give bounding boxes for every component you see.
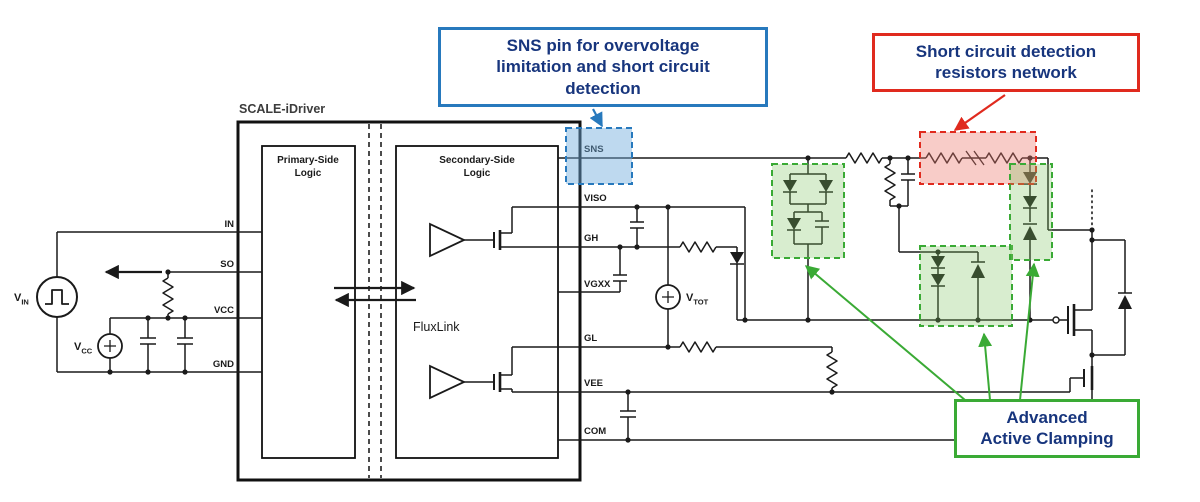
pin-label-gh: GH bbox=[584, 233, 598, 244]
chip-title: SCALE-iDriver bbox=[239, 102, 325, 116]
clamp-highlight-box-c bbox=[1009, 163, 1053, 261]
sns-callout-line: SNS pin for overvoltage bbox=[506, 36, 700, 55]
primary-logic-box bbox=[261, 145, 356, 459]
gate-high-resistor bbox=[679, 241, 717, 253]
gh-vgxx-capacitor bbox=[613, 247, 627, 292]
short-circuit-callout-arrow bbox=[953, 94, 1006, 131]
pin-label-sns: SNS bbox=[584, 144, 604, 155]
secondary-logic-label-line1: Secondary-Side bbox=[439, 155, 515, 166]
vtot-source bbox=[655, 207, 681, 347]
gate-buffer-bottom bbox=[429, 364, 467, 400]
primary-logic-label-line1: Primary-Side bbox=[277, 155, 339, 166]
vin-pulse-source bbox=[36, 276, 78, 318]
pin-label-so: SO bbox=[220, 259, 234, 270]
pin-label-vgxx: VGXX bbox=[584, 279, 611, 290]
secondary-logic-box bbox=[395, 145, 559, 459]
power-mosfet bbox=[1067, 189, 1093, 366]
short-circuit-callout: Short circuit detection resistors networ… bbox=[872, 33, 1140, 92]
series-break-marks bbox=[965, 150, 985, 166]
sns-callout-line: detection bbox=[565, 78, 641, 98]
primary-logic-label-line2: Logic bbox=[295, 168, 322, 179]
vee-com-capacitor bbox=[620, 392, 636, 440]
pin-label-in: IN bbox=[225, 219, 235, 230]
vcc-dc-source bbox=[97, 333, 123, 359]
clamp-highlight-box-b bbox=[919, 245, 1013, 327]
short-circuit-callout-line: resistors network bbox=[935, 63, 1077, 83]
pulldown-resistor bbox=[162, 272, 174, 318]
active-clamp-network-b bbox=[931, 252, 985, 320]
junction-dots bbox=[107, 155, 1095, 443]
pin-label-viso: VISO bbox=[584, 193, 607, 204]
active-clamp-callout: Advanced Active Clamping bbox=[954, 399, 1140, 458]
vtot-label: VTOT bbox=[686, 292, 709, 307]
gate-terminal-circle bbox=[1052, 316, 1060, 324]
clamp-callout-arrow-c bbox=[1019, 262, 1040, 401]
pin-label-com: COM bbox=[584, 426, 606, 437]
active-clamp-callout-line: Active Clamping bbox=[980, 429, 1114, 449]
clamp-highlight-box-a bbox=[771, 163, 845, 259]
sns-pin-highlight-box bbox=[565, 127, 633, 185]
sns-rc-filter bbox=[884, 158, 978, 253]
pin-label-gl: GL bbox=[584, 333, 597, 344]
fluxlink-arrows bbox=[334, 280, 416, 308]
gl-vee-resistor bbox=[826, 347, 838, 392]
resistor-network-highlight-box bbox=[919, 131, 1037, 185]
vcc-label: VCC bbox=[74, 341, 93, 356]
gate-series-diode bbox=[730, 247, 744, 320]
sns-callout: SNS pin for overvoltage limitation and s… bbox=[438, 27, 768, 107]
vcc-decoupling-capacitor bbox=[177, 318, 193, 372]
sns-callout-line: limitation and short circuit bbox=[496, 57, 710, 77]
viso-wire bbox=[512, 206, 746, 320]
viso-capacitor bbox=[630, 207, 644, 247]
sns-callout-arrow bbox=[589, 108, 603, 128]
clamp-callout-arrow-b bbox=[978, 332, 993, 401]
vin-label: VIN bbox=[14, 292, 29, 307]
scale-idriver-chip bbox=[236, 120, 582, 482]
gate-low-resistor bbox=[679, 341, 717, 353]
active-clamp-network-a bbox=[783, 158, 833, 320]
pin-label-vee: VEE bbox=[584, 378, 603, 389]
pin-label-gnd: GND bbox=[213, 359, 234, 370]
sns-series-resistor bbox=[845, 152, 883, 164]
clamp-callout-arrow-a bbox=[804, 265, 966, 401]
gate-buffer-top bbox=[429, 222, 467, 258]
output-mosfet-bottom bbox=[464, 347, 513, 392]
short-circuit-detection-resistor bbox=[925, 150, 1023, 166]
freewheel-diode bbox=[1092, 239, 1132, 356]
vcc-decoupling-capacitor bbox=[140, 318, 156, 372]
secondary-logic-label-line2: Logic bbox=[464, 168, 491, 179]
fluxlink-label: FluxLink bbox=[413, 320, 460, 334]
output-mosfet-top bbox=[464, 207, 513, 250]
short-circuit-callout-line: Short circuit detection bbox=[915, 42, 1097, 61]
pin-label-vcc: VCC bbox=[214, 305, 234, 316]
input-side-circuit bbox=[36, 231, 262, 373]
active-clamp-callout-line: Advanced bbox=[1006, 408, 1088, 427]
